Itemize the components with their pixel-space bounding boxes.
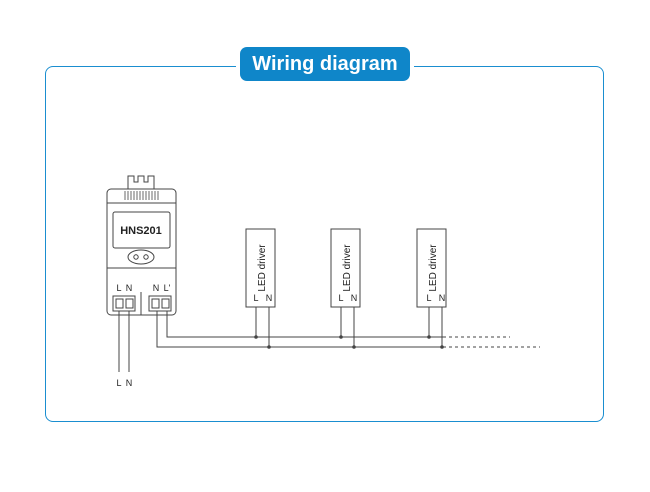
led-driver-2-terminal-l: L [338,293,343,303]
terminal-label-n-out: N [153,283,160,293]
adjust-knob [127,249,155,265]
terminal-label-l-out: L' [164,283,171,293]
top-clip [127,175,155,189]
terminal-label-n: N [126,283,133,293]
label-panel [112,211,171,249]
output-bus [156,311,540,348]
led-driver-1 [245,228,276,349]
led-driver-3 [416,228,447,349]
diagram-title: Wiring diagram [240,47,410,81]
led-driver-3-terminal-n: N [439,293,446,303]
supply-label-l: L [116,378,121,388]
supply-label-n: N [126,378,133,388]
device-model-label: HNS201 [120,225,162,237]
led-driver-2-terminal-n: N [351,293,358,303]
led-driver-1-terminal-n: N [266,293,273,303]
led-driver-3-label: LED driver [428,244,439,292]
terminal-block-right [148,295,172,312]
led-driver-2-label: LED driver [342,244,353,292]
terminal-label-l: L [116,283,121,293]
led-driver-2 [330,228,361,349]
terminal-block-left [112,295,136,312]
supply-wires [118,311,130,372]
vent-fins [124,191,159,200]
led-driver-1-terminal-l: L [253,293,258,303]
sensor-module [106,175,177,316]
led-driver-1-label: LED driver [257,244,268,292]
led-driver-3-terminal-l: L [426,293,431,303]
